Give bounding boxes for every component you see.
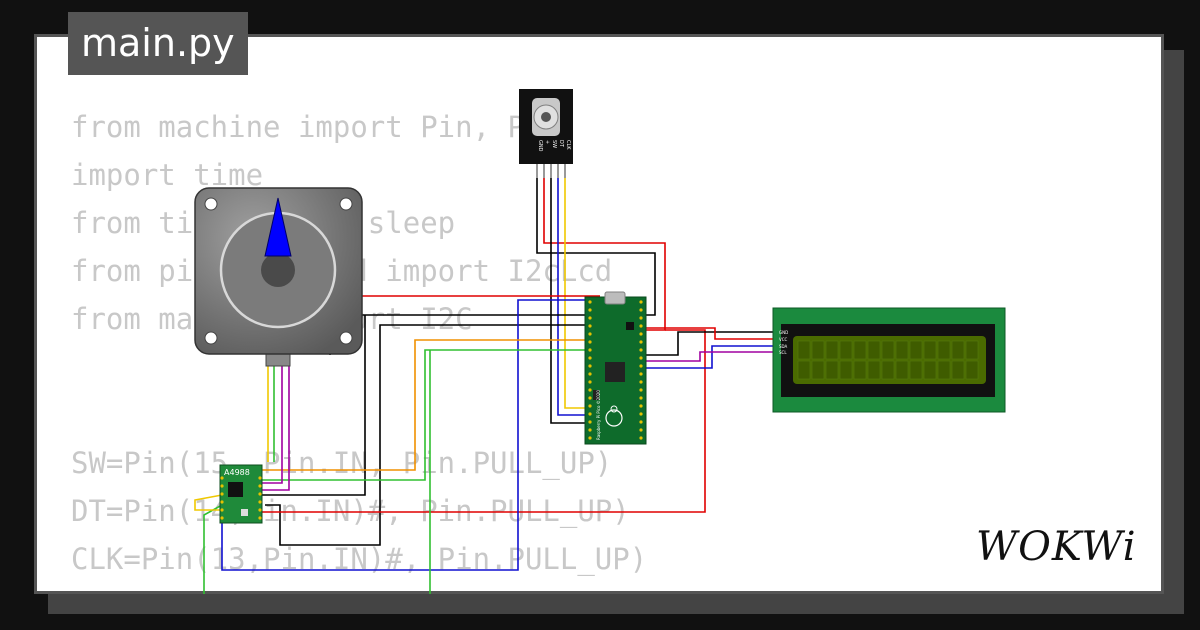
wire-driver-green bbox=[262, 349, 590, 481]
wokwi-logo[interactable]: WOKWi bbox=[976, 524, 1137, 570]
filename-tab[interactable]: main.py bbox=[68, 12, 248, 75]
encoder-pin-label: CLK bbox=[565, 140, 571, 150]
wire-motor-red bbox=[344, 295, 600, 352]
wire-driver-black-2 bbox=[262, 315, 366, 496]
wire-driver-black-loop bbox=[265, 324, 590, 546]
driver-label: A4988 bbox=[224, 468, 250, 477]
wire-driver-red bbox=[262, 329, 706, 513]
wire-coil-purple-2 bbox=[262, 366, 290, 491]
a4988-driver[interactable]: A4988 bbox=[219, 464, 263, 524]
lcd-pin-label: VCC bbox=[779, 337, 788, 342]
rotary-encoder[interactable]: GND + SW DT CLK bbox=[519, 89, 573, 178]
encoder-pin-label: SW bbox=[551, 140, 557, 148]
code-line: import time bbox=[71, 158, 264, 192]
wire-lcd-gnd bbox=[645, 331, 778, 356]
wire-lcd-scl bbox=[645, 351, 778, 362]
wire-lcd-vcc bbox=[645, 327, 778, 340]
wire-driver-orange bbox=[262, 339, 590, 471]
wire-encoder-gnd bbox=[536, 178, 656, 316]
wire-driver-yellow bbox=[194, 494, 223, 511]
wire-encoder-sw bbox=[550, 178, 590, 424]
lcd-pin-label: SCL bbox=[779, 350, 787, 355]
lcd-pin-label: SDA bbox=[779, 344, 788, 349]
encoder-pin-label: DT bbox=[558, 140, 564, 148]
lcd-pin-label: GND bbox=[779, 330, 788, 335]
encoder-pin-label: GND bbox=[537, 140, 543, 152]
encoder-pin-label: + bbox=[544, 140, 550, 144]
stepper-motor[interactable] bbox=[194, 187, 363, 367]
lcd-1602[interactable]: GND VCC SDA SCL bbox=[772, 307, 1006, 413]
wire-encoder-vcc bbox=[543, 178, 666, 331]
raspberry-pi-pico[interactable]: Raspberry Pi Pico ©2020 bbox=[584, 291, 647, 445]
wire-driver-blue bbox=[221, 299, 590, 571]
wire-encoder-dt bbox=[557, 178, 590, 416]
wire-lcd-sda bbox=[645, 345, 778, 369]
wires bbox=[194, 178, 778, 594]
motor-needle-icon bbox=[264, 197, 292, 257]
wire-encoder-clk bbox=[564, 178, 590, 409]
pico-label: Raspberry Pi Pico ©2020 bbox=[596, 390, 601, 440]
wire-driver-green-left bbox=[203, 504, 223, 594]
wire-coil-purple-1 bbox=[262, 366, 283, 484]
